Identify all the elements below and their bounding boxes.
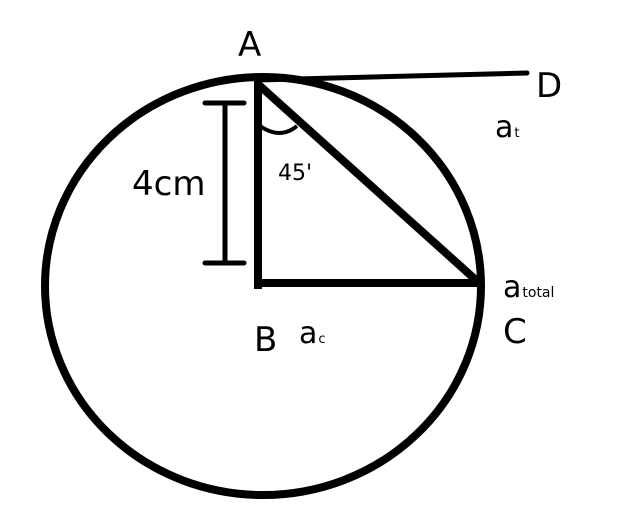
angle-label: 45': [278, 161, 312, 186]
point-label-a: A: [238, 25, 261, 65]
total-acceleration-label: atotal: [503, 270, 554, 305]
dimension-marker: [202, 100, 247, 266]
centripetal-acceleration-symbol: a: [299, 316, 317, 351]
tangential-acceleration-subscript: t: [514, 126, 519, 141]
total-acceleration-symbol: a: [503, 270, 521, 305]
tangential-acceleration-label: at: [495, 110, 520, 145]
point-label-d: D: [536, 66, 562, 106]
point-label-c: C: [503, 312, 527, 352]
total-acceleration-subscript: total: [522, 285, 554, 301]
length-label: 4cm: [132, 164, 205, 204]
point-label-b: B: [254, 320, 277, 360]
tangential-acceleration-symbol: a: [495, 110, 513, 145]
chord-ac: [256, 82, 481, 285]
tangent-line: [255, 70, 530, 83]
centripetal-acceleration-subscript: c: [318, 332, 325, 347]
centripetal-acceleration-label: ac: [299, 316, 326, 351]
angle-arc: [258, 124, 299, 135]
